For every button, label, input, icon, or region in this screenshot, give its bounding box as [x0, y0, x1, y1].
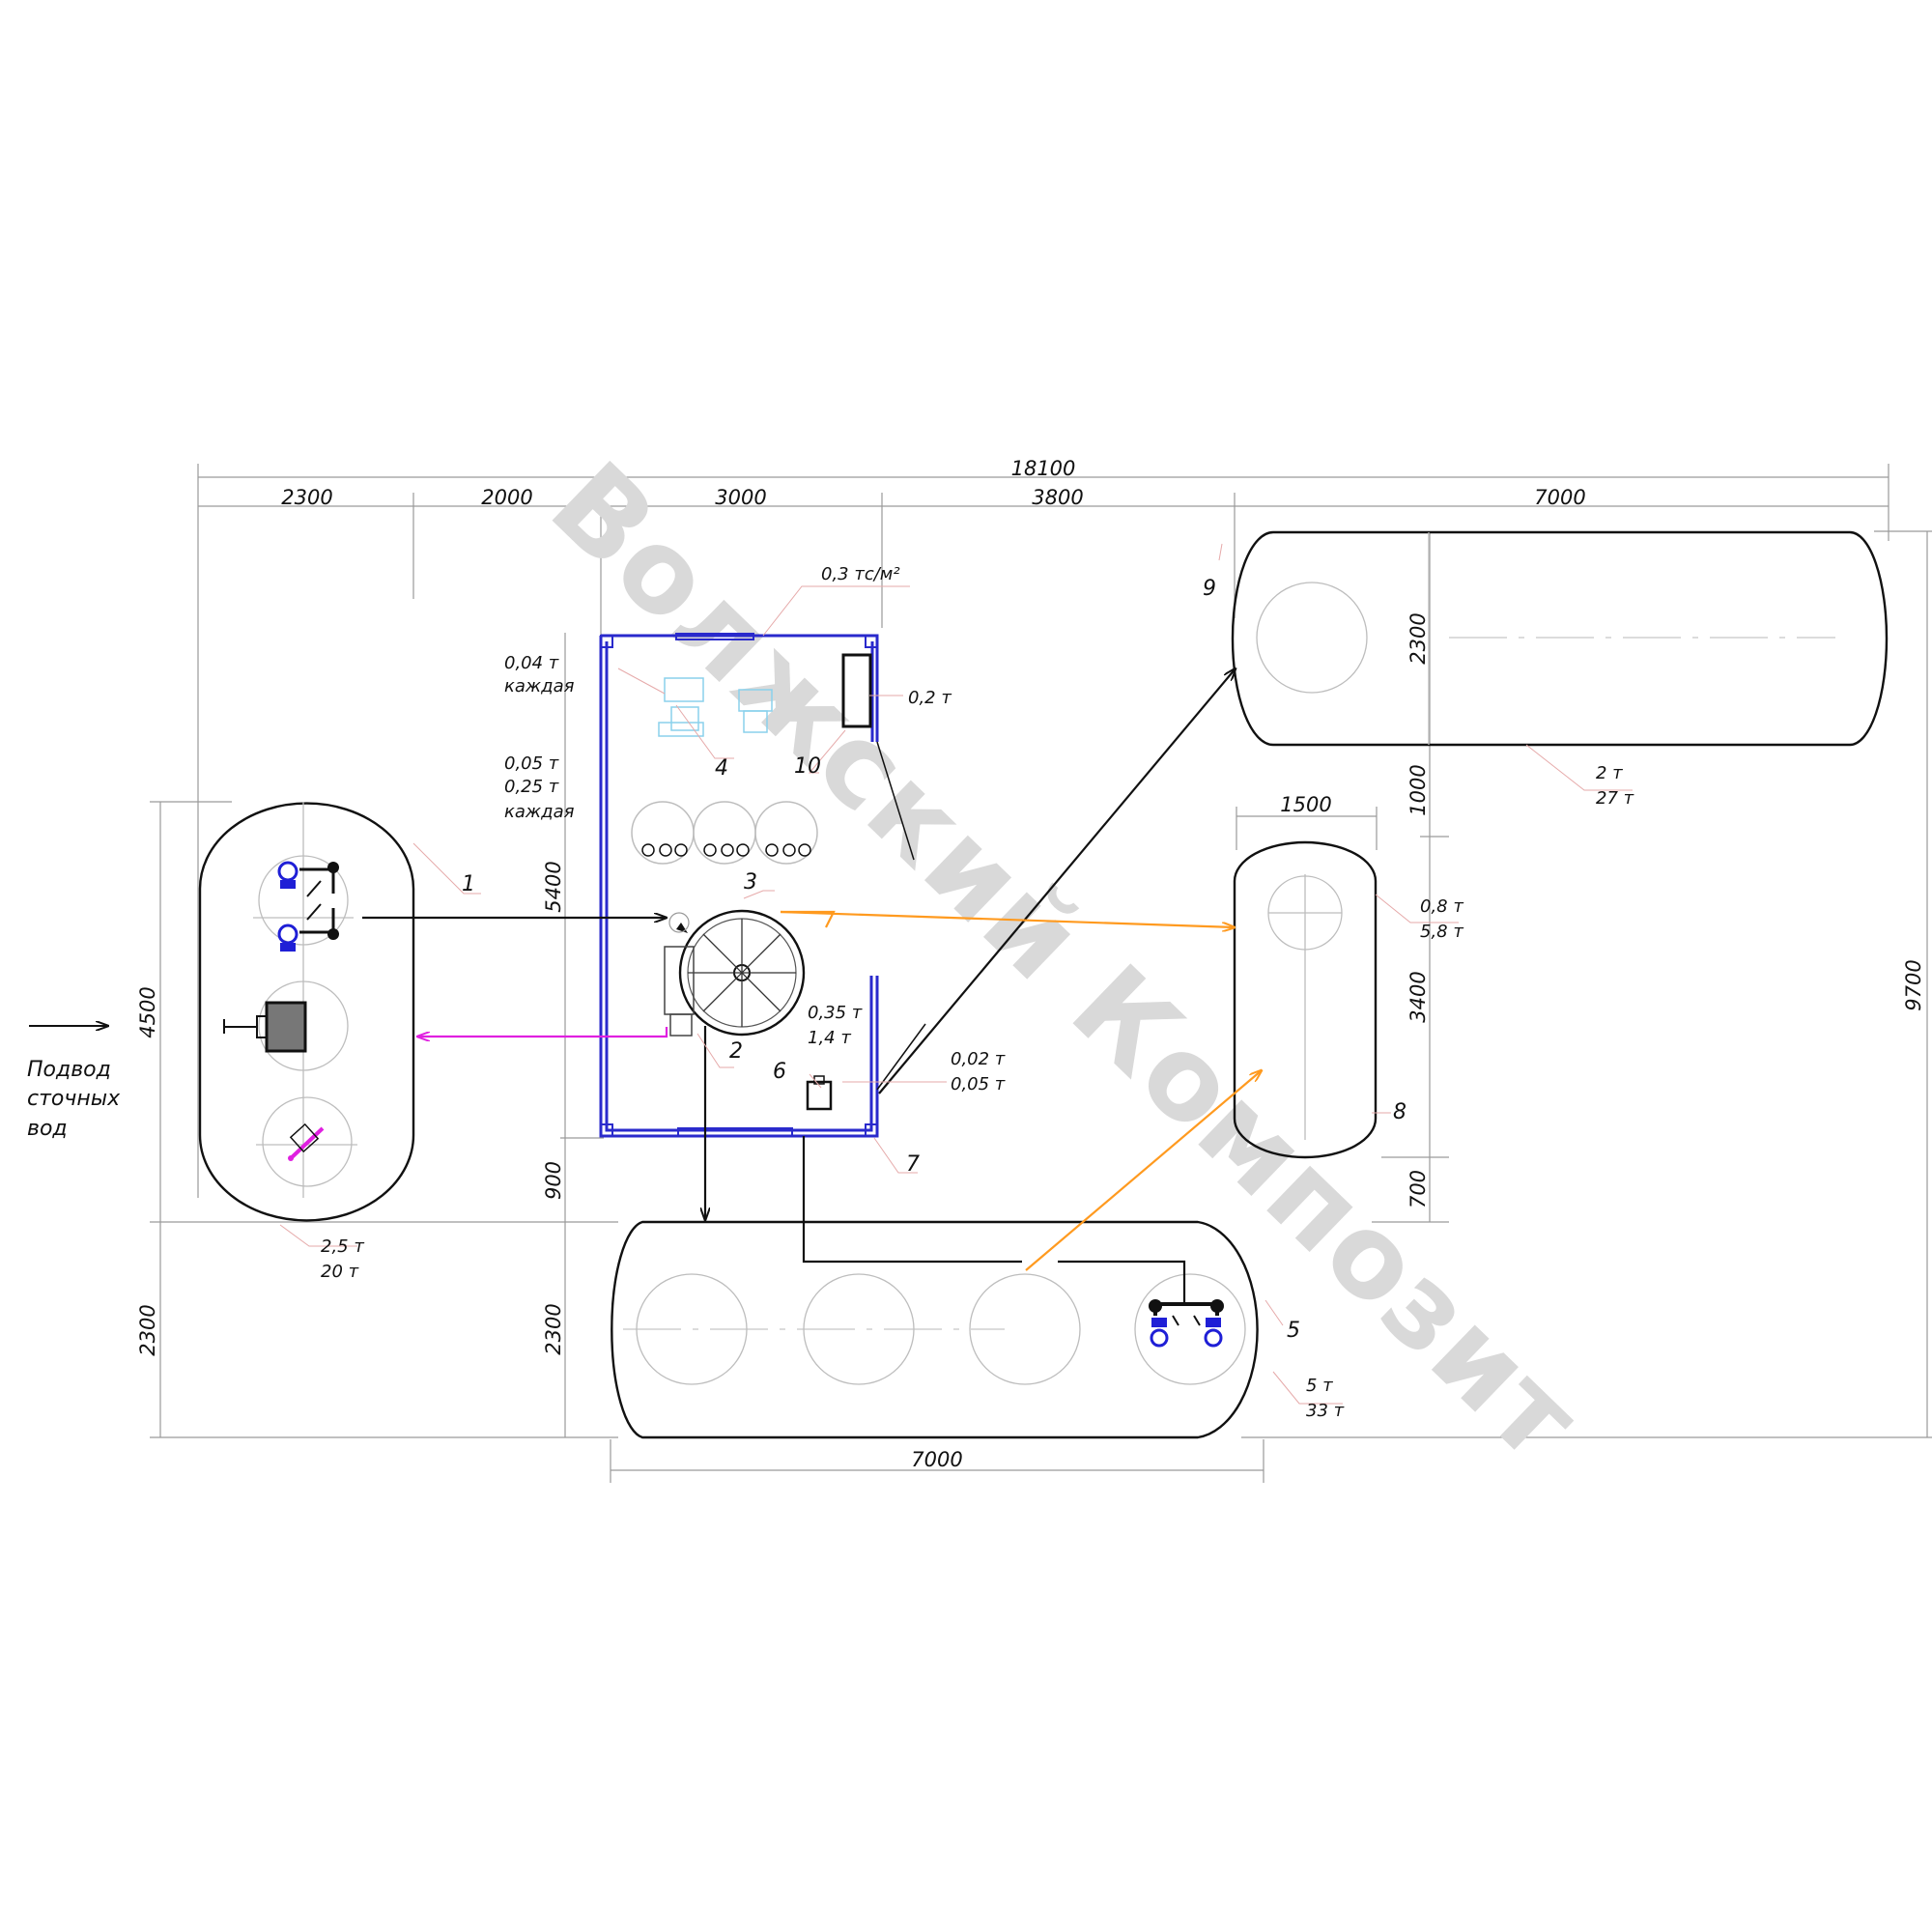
dim-room-height: 5400 [542, 861, 565, 912]
load-p3-c: каждая [504, 802, 575, 822]
position-numbers: 1 2 3 4 5 6 7 8 9 10 [462, 577, 1406, 1343]
position-3: 3 [744, 870, 757, 895]
load-p6-b: 0,05 т [951, 1074, 1006, 1094]
dim-tank8-width: 1500 [1280, 793, 1331, 816]
equipment-3 [631, 801, 818, 865]
load-p2-a: 0,35 т [808, 1003, 863, 1023]
load-p9-b: 27 т [1596, 788, 1634, 809]
position-1: 1 [462, 872, 475, 896]
equipment-4 [658, 677, 773, 737]
load-p5-b: 33 т [1306, 1401, 1345, 1421]
position-5: 5 [1287, 1319, 1300, 1343]
position-4: 4 [715, 756, 728, 781]
tank-9 [1231, 530, 1889, 747]
position-6: 6 [773, 1060, 786, 1084]
filter-icon [223, 1001, 307, 1053]
load-labels: 0,3 тс/м² 0,04 т каждая 0,2 т 0,05 т 0,2… [321, 564, 1634, 1421]
load-p5-a: 5 т [1306, 1376, 1333, 1396]
flow-lines [29, 668, 1262, 1304]
load-p4-a: 0,04 т [504, 653, 559, 673]
tank-5 [611, 1220, 1259, 1439]
load-p4-b: каждая [504, 676, 575, 696]
dim-top-4: 3800 [1032, 486, 1083, 509]
tank-8 [1233, 840, 1378, 1159]
position-9: 9 [1203, 577, 1216, 601]
inlet-line-1: Подвод [27, 1058, 111, 1082]
position-8: 8 [1393, 1100, 1406, 1124]
load-p3-a: 0,05 т [504, 753, 559, 774]
dim-tank9-height: 2300 [1406, 612, 1430, 664]
load-p10: 0,2 т [908, 688, 952, 708]
building-room [599, 633, 926, 1138]
inlet-label: Подвод сточных вод [27, 1058, 121, 1141]
blower-icon [1149, 1299, 1224, 1348]
position-2: 2 [729, 1039, 743, 1064]
position-7: 7 [906, 1152, 920, 1177]
load-p1-a: 2,5 т [321, 1236, 364, 1257]
dim-left-tank-height: 4500 [136, 986, 159, 1037]
dim-gap-9-8: 1000 [1406, 764, 1430, 815]
dim-top-1: 2300 [281, 486, 332, 509]
dim-top-3: 3000 [715, 486, 766, 509]
equipment-10 [841, 653, 872, 728]
dim-tank8-bottom-gap: 700 [1406, 1170, 1430, 1208]
dimension-labels: 18100 2300 2000 3000 3800 7000 4500 2300… [136, 457, 1925, 1471]
dim-right-total: 9700 [1902, 959, 1925, 1010]
dim-tank8-height: 3400 [1406, 971, 1430, 1022]
inlet-line-2: сточных [27, 1087, 121, 1111]
equipment-6 [806, 1075, 833, 1111]
dim-top-5: 7000 [1534, 486, 1585, 509]
dim-bottom-tank-height: 2300 [542, 1303, 565, 1354]
load-p6-a: 0,02 т [951, 1049, 1006, 1069]
dosing-pump-icon [288, 1122, 325, 1161]
dim-top-2: 2000 [481, 486, 532, 509]
dim-gap-left: 2300 [136, 1304, 159, 1355]
dim-overall: 18100 [1011, 457, 1076, 480]
load-floor: 0,3 тс/м² [821, 564, 900, 584]
load-p1-b: 20 т [321, 1262, 359, 1282]
watermark: Волжский Композит [526, 437, 1605, 1487]
pump-icon [277, 861, 339, 952]
mixer-icon [664, 909, 806, 1037]
load-p9-a: 2 т [1596, 763, 1623, 783]
inlet-line-3: вод [27, 1117, 68, 1141]
load-p8-a: 0,8 т [1420, 896, 1463, 917]
position-10: 10 [794, 754, 821, 779]
leader-lines [279, 543, 1633, 1405]
dim-room-bottom-gap: 900 [542, 1161, 565, 1200]
load-p3-b: 0,25 т [504, 777, 559, 797]
dim-bottom-tank-length: 7000 [911, 1448, 962, 1471]
load-p2-b: 1,4 т [808, 1028, 851, 1048]
load-p8-b: 5,8 т [1420, 922, 1463, 942]
